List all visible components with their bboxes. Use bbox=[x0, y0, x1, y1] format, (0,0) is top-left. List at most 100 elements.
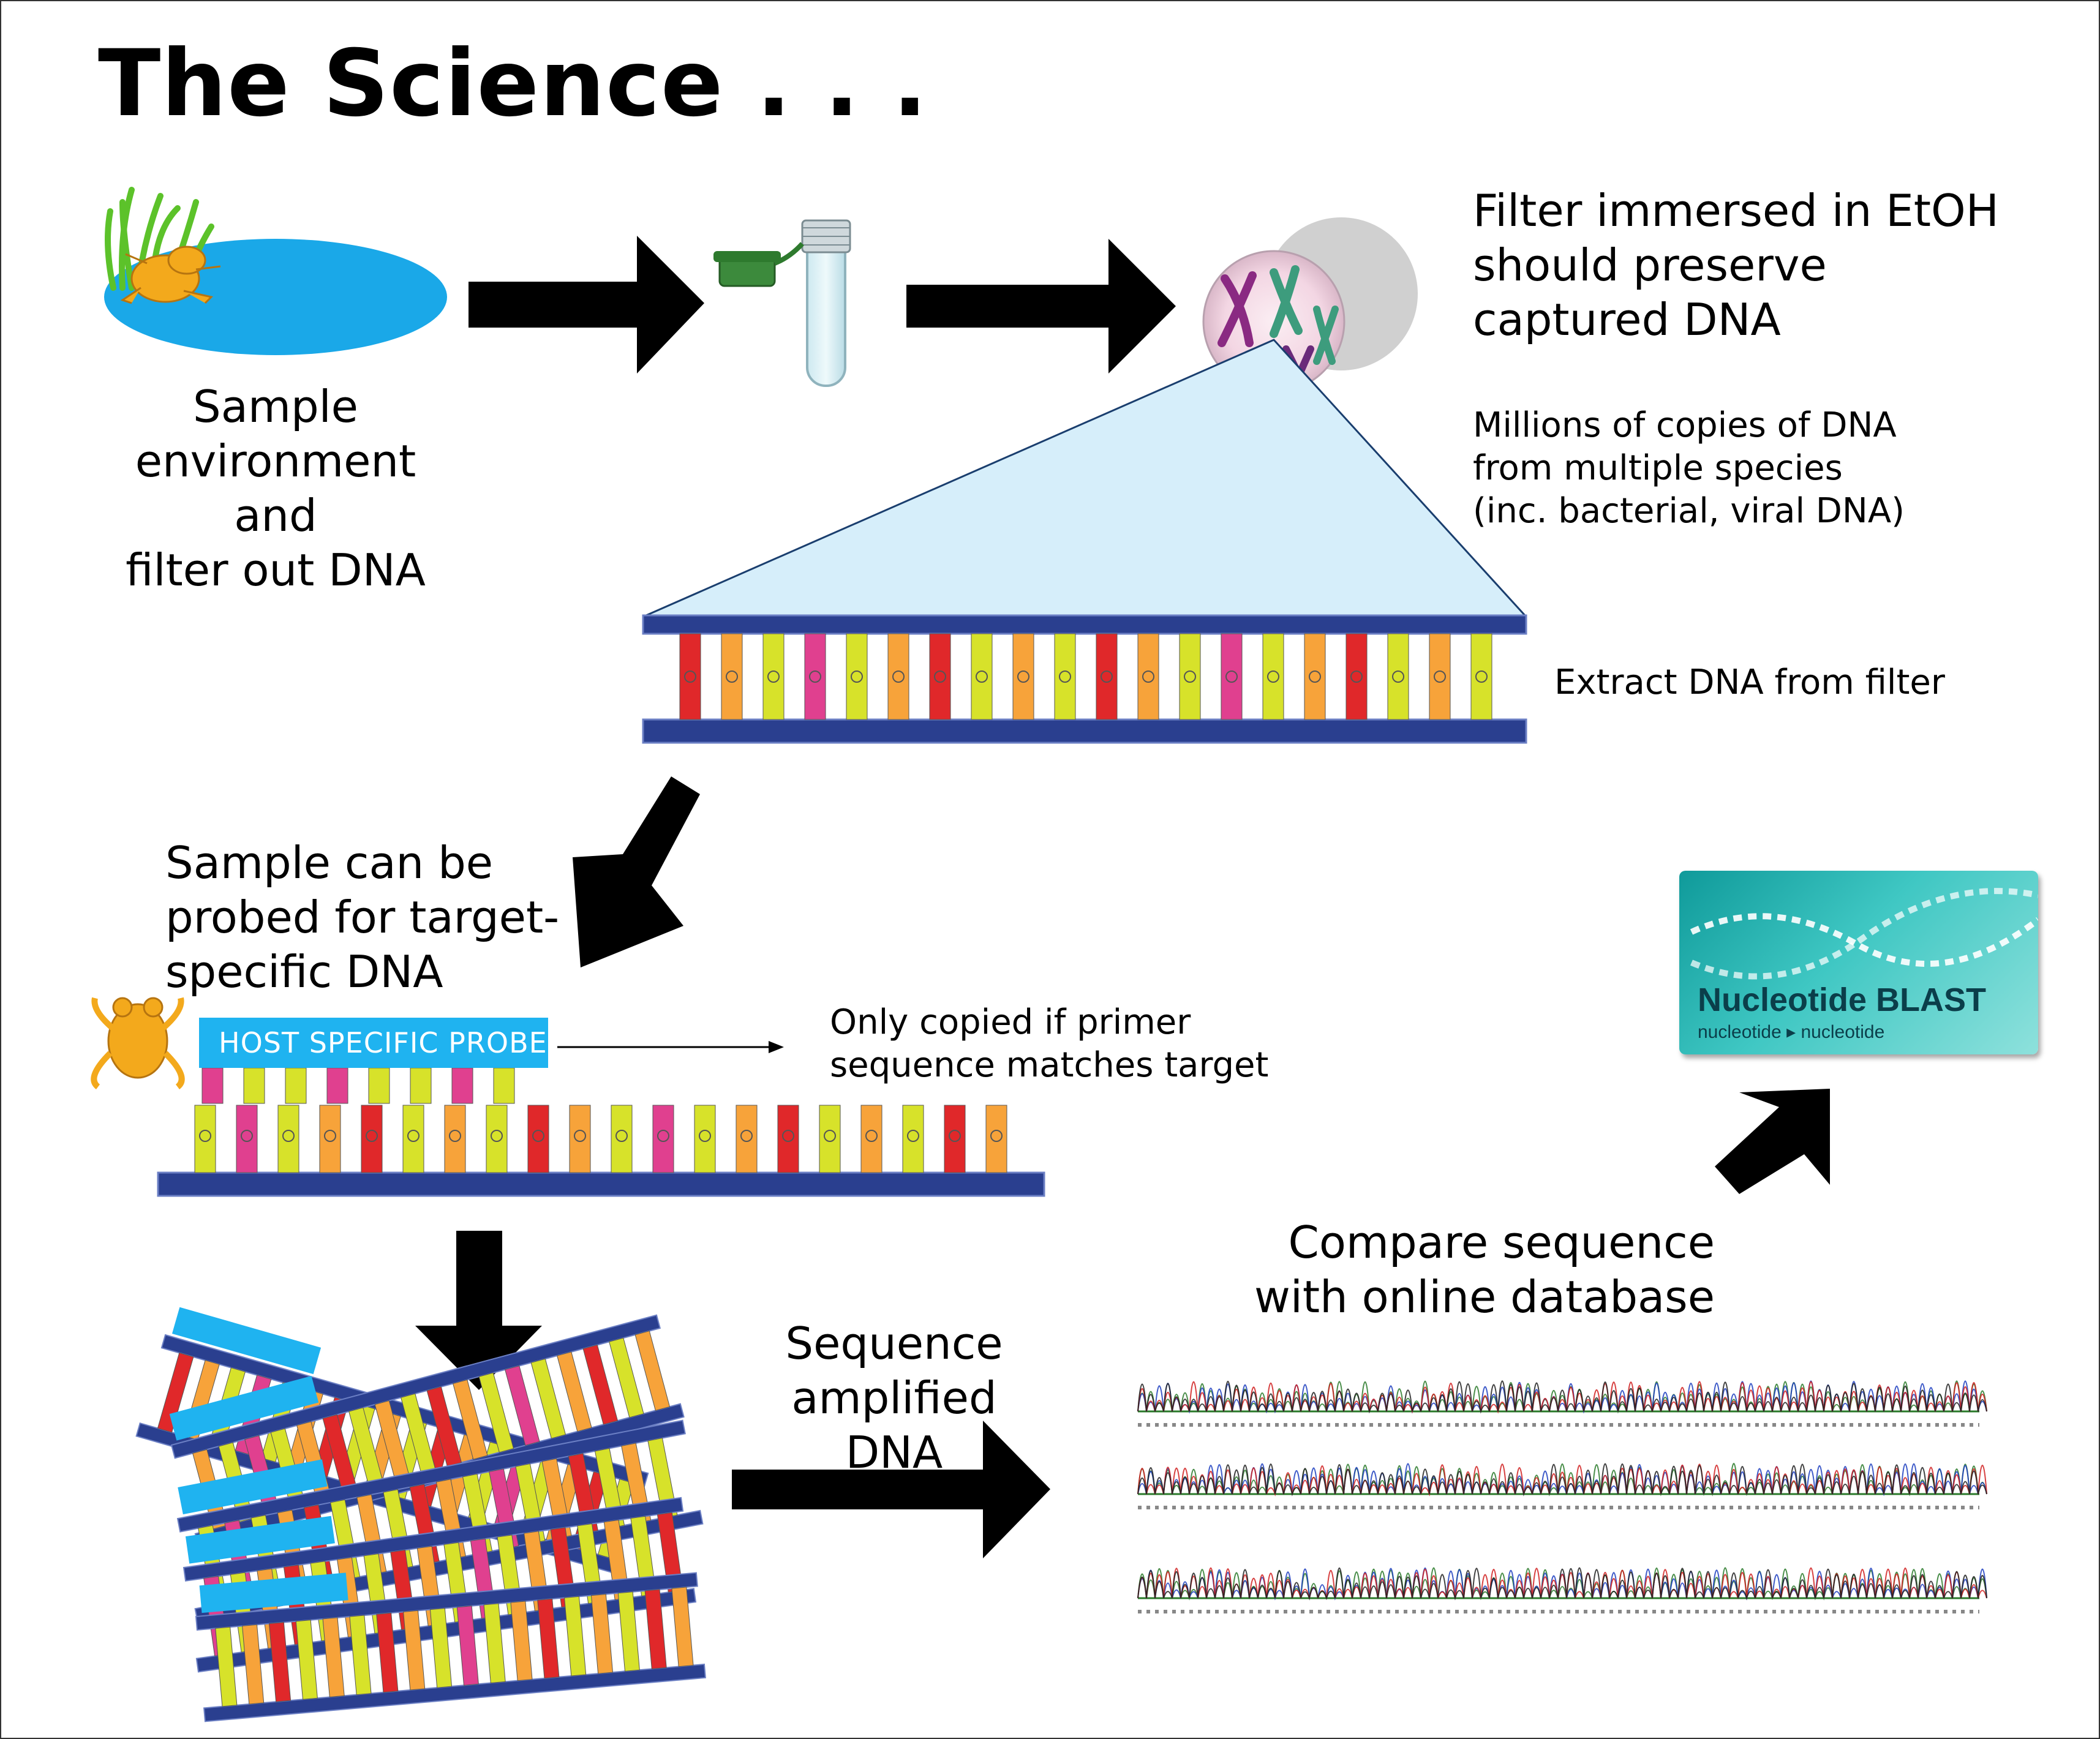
dna-base bbox=[510, 1601, 533, 1681]
probe-base bbox=[326, 1067, 348, 1104]
caption-line: probed for target- bbox=[165, 892, 560, 943]
base-marker bbox=[740, 1130, 753, 1142]
dna-base bbox=[486, 1105, 508, 1173]
test-tube-icon bbox=[713, 219, 851, 387]
dna-base bbox=[971, 633, 993, 720]
caption-millions-copies: Millions of copies of DNA from multiple … bbox=[1473, 404, 1905, 533]
dna-strand-extracted bbox=[642, 614, 1527, 744]
caption-line: (inc. bacterial, viral DNA) bbox=[1473, 491, 1905, 531]
page-title: The Science . . . bbox=[98, 31, 928, 137]
dna-base bbox=[679, 633, 701, 720]
caption-line: environment and bbox=[135, 435, 416, 541]
probe-segment bbox=[185, 1516, 335, 1564]
dna-base bbox=[1262, 633, 1284, 720]
trace-peaks bbox=[1137, 1463, 1987, 1497]
probe-segment bbox=[178, 1459, 328, 1515]
dna-backbone bbox=[183, 1497, 684, 1582]
caption-line: Filter immersed in EtOH bbox=[1473, 185, 1999, 236]
base-marker bbox=[1225, 670, 1238, 683]
arrow-right-2 bbox=[906, 239, 1176, 374]
base-marker bbox=[491, 1130, 503, 1142]
dna-base bbox=[478, 1372, 514, 1453]
dna-base bbox=[617, 1591, 640, 1672]
base-marker bbox=[657, 1130, 669, 1142]
arrow-up-right bbox=[1715, 1089, 1830, 1194]
dna-helix-icon bbox=[1690, 888, 2038, 980]
dna-base bbox=[611, 1105, 633, 1173]
sequencing-chromatogram bbox=[1137, 1380, 1987, 1613]
dna-base bbox=[671, 1587, 694, 1667]
dna-base bbox=[582, 1344, 619, 1425]
dna-base bbox=[777, 1105, 799, 1173]
caption-filter-etoh: Filter immersed in EtOH should preserve … bbox=[1473, 184, 1999, 347]
base-marker bbox=[1350, 670, 1363, 683]
caption-line: Only copied if primer bbox=[830, 1002, 1191, 1042]
probe-bases bbox=[201, 1067, 515, 1104]
base-marker bbox=[282, 1130, 295, 1142]
base-marker bbox=[532, 1130, 544, 1142]
nucleotide-blast-card[interactable]: Nucleotide BLAST nucleotide ▸ nucleotide bbox=[1679, 871, 2038, 1054]
dna-base bbox=[944, 1105, 966, 1173]
host-specific-probe-label: HOST SPECIFIC PROBE bbox=[199, 1018, 548, 1068]
base-marker bbox=[851, 670, 863, 683]
dna-backbone bbox=[176, 1419, 686, 1533]
caption-probed: Sample can be probed for target- specifi… bbox=[165, 836, 559, 999]
probe-segment bbox=[169, 1375, 319, 1441]
dna-base bbox=[403, 1610, 426, 1691]
dna-base bbox=[652, 1105, 674, 1173]
pond-icon bbox=[104, 187, 447, 355]
caption-line: from multiple species bbox=[1473, 448, 1843, 488]
dna-base bbox=[530, 1358, 566, 1439]
base-marker bbox=[199, 1130, 211, 1142]
base-marker bbox=[990, 1130, 1003, 1142]
caption-line: Sample can be bbox=[165, 837, 494, 888]
pointer-arrow bbox=[557, 1041, 784, 1053]
arrow-right-1 bbox=[469, 236, 704, 374]
dna-base bbox=[483, 1603, 506, 1684]
dna-base bbox=[819, 1105, 841, 1173]
frog-icon bbox=[120, 246, 221, 304]
probe-base bbox=[368, 1067, 390, 1104]
base-marker bbox=[1267, 670, 1279, 683]
dna-strand-probed bbox=[157, 1105, 1045, 1197]
dna-base bbox=[322, 1617, 345, 1698]
dna-base bbox=[1304, 633, 1326, 720]
dna-base bbox=[762, 633, 785, 720]
base-marker bbox=[574, 1130, 586, 1142]
dna-base bbox=[537, 1598, 560, 1679]
blast-title: Nucleotide BLAST bbox=[1698, 982, 1987, 1018]
cell-icon bbox=[1202, 217, 1418, 402]
caption-line: Millions of copies of DNA bbox=[1473, 405, 1897, 445]
base-marker bbox=[366, 1130, 378, 1142]
base-marker bbox=[1434, 670, 1446, 683]
dna-base bbox=[1387, 633, 1409, 720]
dna-base bbox=[1012, 633, 1034, 720]
dna-base bbox=[569, 1105, 591, 1173]
caption-line: captured DNA bbox=[1473, 294, 1781, 345]
dna-base bbox=[609, 1337, 644, 1418]
base-marker bbox=[324, 1130, 336, 1142]
dna-backbone bbox=[195, 1572, 698, 1631]
base-marker bbox=[892, 670, 905, 683]
dna-base bbox=[349, 1615, 372, 1696]
base-marker bbox=[1392, 670, 1404, 683]
caption-line: should preserve bbox=[1473, 239, 1827, 291]
amplified-dna bbox=[135, 1307, 706, 1722]
dna-base bbox=[721, 633, 743, 720]
caption-only-copied: Only copied if primer sequence matches t… bbox=[830, 1001, 1268, 1087]
probe-base bbox=[451, 1067, 473, 1104]
dna-base bbox=[453, 1379, 488, 1460]
dna-base bbox=[860, 1105, 883, 1173]
caption-line: sequence matches target bbox=[830, 1045, 1269, 1085]
dna-base bbox=[887, 633, 909, 720]
caption-extract-dna: Extract DNA from filter bbox=[1554, 663, 1945, 702]
caption-line: with online database bbox=[1254, 1271, 1715, 1323]
base-marker bbox=[615, 1130, 628, 1142]
dna-base bbox=[295, 1620, 318, 1700]
dna-base bbox=[557, 1351, 592, 1432]
probe-base bbox=[285, 1067, 307, 1104]
caption-line: specific DNA bbox=[165, 946, 443, 997]
base-marker bbox=[976, 670, 988, 683]
dna-base bbox=[505, 1365, 540, 1446]
